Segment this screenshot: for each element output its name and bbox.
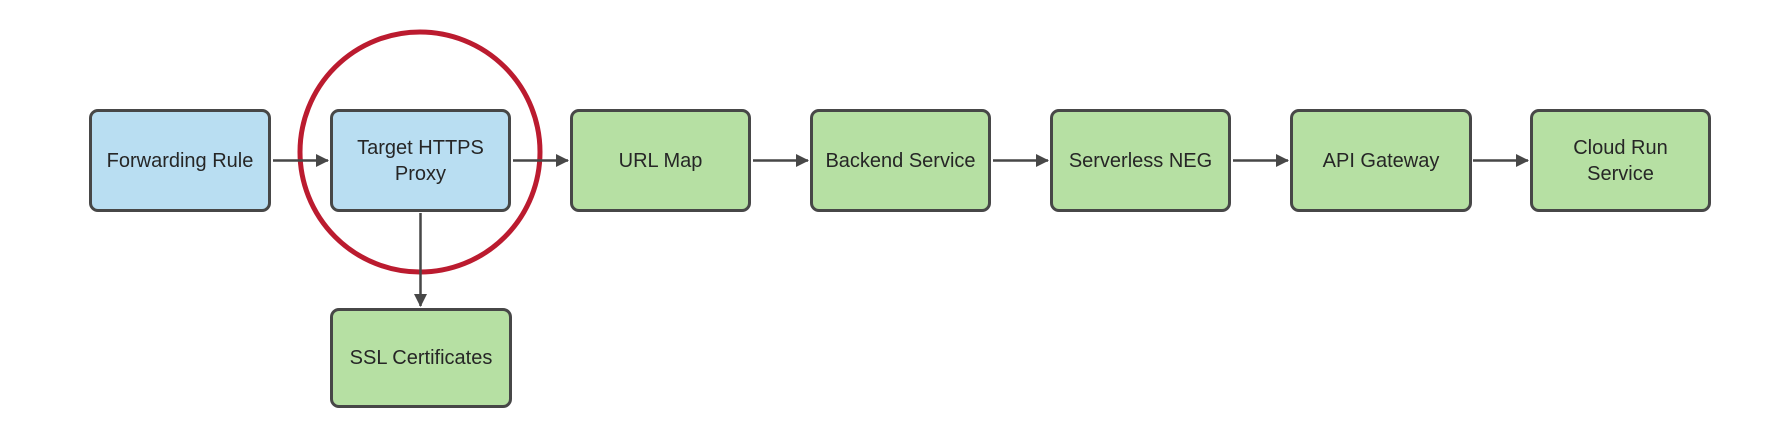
- node-serverless-neg: Serverless NEG: [1050, 109, 1231, 212]
- node-cloud-run-service: Cloud Run Service: [1530, 109, 1711, 212]
- node-forwarding-rule: Forwarding Rule: [89, 109, 271, 212]
- node-target-https-proxy-label: Target HTTPS Proxy: [357, 136, 484, 185]
- node-url-map: URL Map: [570, 109, 751, 212]
- node-target-https-proxy: Target HTTPS Proxy: [330, 109, 511, 212]
- node-serverless-neg-label: Serverless NEG: [1068, 149, 1213, 172]
- node-forwarding-rule-label: Forwarding Rule: [106, 149, 254, 172]
- node-url-map-label: URL Map: [618, 149, 703, 172]
- node-backend-service: Backend Service: [810, 109, 991, 212]
- node-api-gateway-label: API Gateway: [1322, 149, 1440, 172]
- node-cloud-run-service-label: Cloud Run Service: [1573, 136, 1668, 185]
- node-backend-service-label: Backend Service: [825, 149, 976, 172]
- node-ssl-certificates: SSL Certificates: [330, 308, 512, 408]
- node-api-gateway: API Gateway: [1290, 109, 1472, 212]
- node-ssl-certificates-label: SSL Certificates: [349, 347, 493, 369]
